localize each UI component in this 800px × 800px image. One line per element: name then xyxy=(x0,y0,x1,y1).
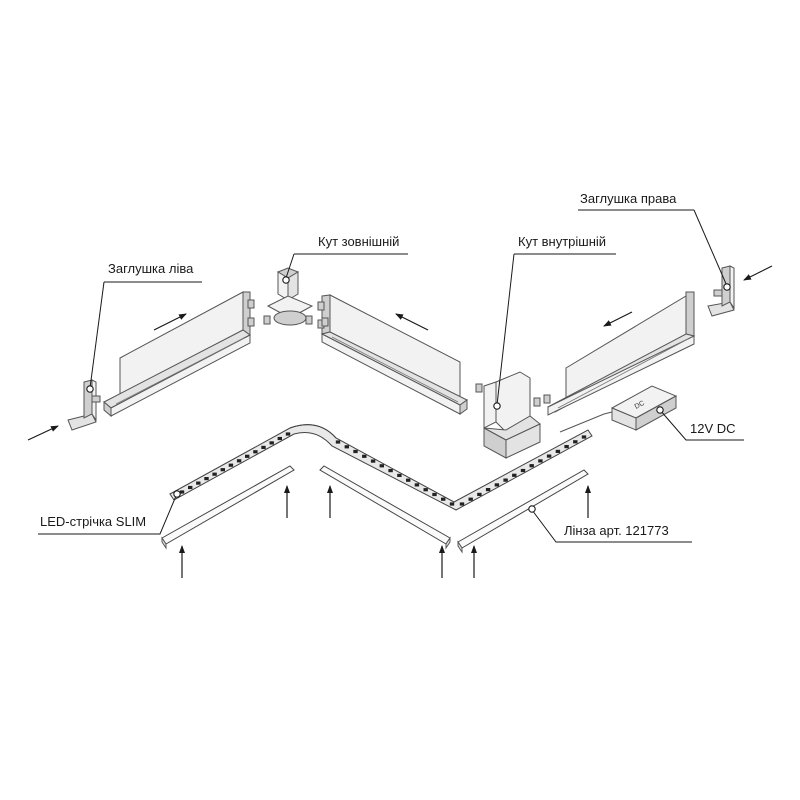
profile-middle xyxy=(317,294,468,415)
arrow-right-icon xyxy=(27,425,59,441)
callout-outer-corner: Кут зовнішній xyxy=(282,234,408,284)
led-chip xyxy=(441,497,446,501)
led-chip xyxy=(546,454,552,458)
led-chip xyxy=(555,449,561,453)
led-chip xyxy=(204,477,209,481)
led-chip xyxy=(362,454,367,458)
led-chip xyxy=(468,497,473,501)
label-outer-corner: Кут зовнішній xyxy=(318,234,399,249)
led-chip xyxy=(220,468,225,472)
outer-corner-part xyxy=(263,267,329,327)
led-chip xyxy=(581,435,587,439)
led-chip xyxy=(406,478,411,482)
led-chip xyxy=(335,440,341,444)
led-chip xyxy=(196,481,201,485)
assembly-arrows xyxy=(27,265,773,578)
led-chip xyxy=(477,492,482,496)
label-end-cap-left: Заглушка ліва xyxy=(108,261,194,276)
arrow-left-icon xyxy=(743,265,773,281)
callout-lens: Лінза арт. 121773 xyxy=(528,505,692,543)
led-chip xyxy=(353,449,358,454)
arrow-right-icon xyxy=(153,313,187,331)
end-cap-left-part xyxy=(67,379,101,431)
led-chip xyxy=(236,459,242,463)
led-chip xyxy=(188,485,193,490)
led-chip xyxy=(228,463,234,467)
label-inner-corner: Кут внутрішній xyxy=(518,234,606,249)
led-chip xyxy=(564,445,569,449)
callout-led-strip: LED-стрічка SLIM xyxy=(38,490,181,535)
label-power: 12V DC xyxy=(690,421,736,436)
inner-corner-part xyxy=(475,371,541,459)
led-chip-row xyxy=(179,432,587,506)
led-chip xyxy=(245,454,250,458)
led-chip xyxy=(379,464,384,468)
led-chip xyxy=(520,468,526,473)
led-chip xyxy=(179,490,185,494)
led-chip xyxy=(573,440,578,444)
led-chip xyxy=(529,464,534,468)
led-chip xyxy=(538,459,543,463)
arrow-left-icon xyxy=(395,313,429,331)
driver-marking: DC xyxy=(634,400,646,411)
led-chip xyxy=(397,473,402,477)
led-chip xyxy=(253,450,258,454)
led-strip xyxy=(169,424,593,511)
profile-right xyxy=(543,291,696,416)
led-chip xyxy=(459,502,465,506)
led-chip xyxy=(512,473,517,477)
profile-left xyxy=(103,291,255,418)
lens-right xyxy=(457,469,589,554)
callout-power: 12V DC xyxy=(656,406,744,441)
led-chip xyxy=(485,488,491,492)
led-chip xyxy=(414,483,420,487)
led-chip xyxy=(277,436,282,441)
led-chip xyxy=(370,459,376,463)
led-chip xyxy=(261,445,266,449)
led-chip xyxy=(494,483,500,487)
callout-end-cap-left: Заглушка ліва xyxy=(86,261,202,393)
arrow-left-icon xyxy=(603,311,633,327)
led-chip xyxy=(285,432,291,436)
led-chip xyxy=(449,502,455,506)
label-led-strip: LED-стрічка SLIM xyxy=(40,514,146,529)
led-chip xyxy=(344,445,349,449)
lens-middle xyxy=(319,465,451,550)
callout-end-cap-right: Заглушка права xyxy=(578,191,731,291)
end-cap-right-part xyxy=(707,265,735,317)
led-chip xyxy=(423,488,428,492)
label-end-cap-right: Заглушка права xyxy=(580,191,677,206)
lens-left xyxy=(161,465,295,550)
label-lens: Лінза арт. 121773 xyxy=(564,523,669,538)
led-chip xyxy=(212,472,217,476)
led-chip xyxy=(503,478,508,482)
led-chip xyxy=(269,441,274,445)
led-chip xyxy=(388,469,393,473)
driver-box: DC xyxy=(559,385,678,433)
led-chip xyxy=(432,492,437,497)
callout-inner-corner: Кут внутрішній xyxy=(493,234,616,410)
